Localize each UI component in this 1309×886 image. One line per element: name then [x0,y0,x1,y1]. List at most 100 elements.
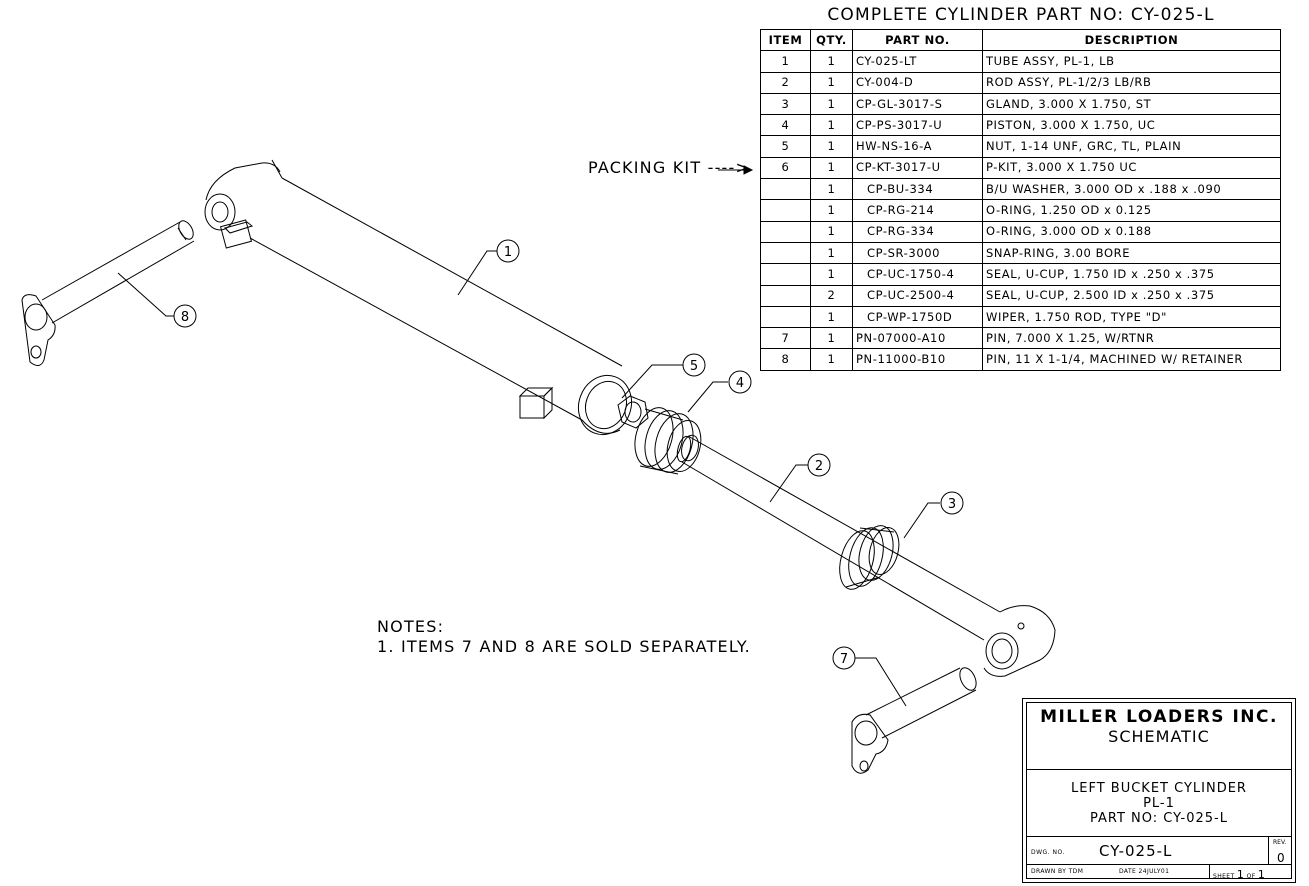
bom-cell-desc: PIN, 7.000 X 1.25, W/RTNR [982,327,1281,350]
bom-cell-part: CY-025-LT [852,50,983,73]
drawing-description: LEFT BUCKET CYLINDER PL-1 PART NO: CY-02… [1027,781,1291,826]
balloon-2: 2 [807,453,831,477]
bom-cell-qty: 1 [810,71,853,94]
rev-label: REV. [1273,839,1287,846]
bom-cell-part: CP-UC-1750-4 [852,263,983,286]
bom-title: COMPLETE CYLINDER PART NO: CY-025-L [827,5,1215,25]
title-block-divider [1027,836,1291,837]
drawn-by: DRAWN BY TDM [1031,868,1084,875]
bom-cell-item [760,220,811,243]
balloon-7: 7 [832,646,856,670]
notes: NOTES: 1. ITEMS 7 AND 8 ARE SOLD SEPARAT… [377,617,751,657]
bom-cell-qty: 1 [810,348,853,371]
bom-cell-desc: GLAND, 3.000 X 1.750, ST [982,92,1281,116]
packing-kit-label: PACKING KIT ----> [588,158,751,177]
balloon-7-label: 7 [840,652,848,667]
bom-cell-part: CP-UC-2500-4 [852,284,983,307]
bom-cell-qty: 1 [810,156,853,180]
sheet-total: 1 [1257,868,1266,881]
nut-item-5 [617,395,649,429]
bom-cell-item: 7 [760,327,811,350]
bom-header-desc: DESCRIPTION [982,28,1281,52]
title-block: MILLER LOADERS INC. SCHEMATIC LEFT BUCKE… [1022,698,1296,883]
bom-cell-desc: SNAP-RING, 3.00 BORE [982,241,1281,265]
balloon-8: 8 [173,304,197,328]
bom-cell-qty: 1 [810,263,853,286]
balloon-4-label: 4 [736,376,744,391]
bom-cell-desc: PIN, 11 X 1-1/4, MACHINED W/ RETAINER [982,348,1281,371]
balloon-1: 1 [496,239,520,263]
bom-cell-item [760,178,811,201]
bom-cell-part: HW-NS-16-A [852,135,983,158]
title-block-divider [1027,864,1291,865]
bom-cell-qty: 1 [810,327,853,350]
bom-cell-item [760,305,811,329]
bom-cell-qty: 1 [810,135,853,158]
bom-cell-qty: 1 [810,199,853,222]
dwg-no-value: CY-025-L [1099,842,1173,860]
bom-cell-part: CP-PS-3017-U [852,114,983,137]
bom-cell-item [760,263,811,286]
balloon-5: 5 [682,353,706,377]
bom-header-row: ITEM QTY. PART NO. DESCRIPTION [760,28,1281,52]
pin-item-7 [851,667,977,774]
bom-cell-part: CP-WP-1750D [852,305,983,329]
bom-cell-part: CY-004-D [852,71,983,94]
sheet-label: SHEET [1213,873,1235,880]
gland-item-3 [839,525,900,590]
bom-cell-item [760,199,811,222]
bom-cell-desc: B/U WASHER, 3.000 OD x .188 x .090 [982,178,1281,201]
bom-cell-qty: 2 [810,284,853,307]
balloon-4: 4 [728,370,752,394]
bom-cell-part: PN-11000-B10 [852,348,983,371]
bom-cell-item: 2 [760,71,811,94]
bom-cell-item [760,284,811,307]
bom-cell-part: CP-SR-3000 [852,241,983,265]
bom-header-qty: QTY. [810,28,853,52]
bom-cell-desc: SEAL, U-CUP, 2.500 ID x .250 x .375 [982,284,1281,307]
bom-cell-desc: WIPER, 1.750 ROD, TYPE "D" [982,305,1281,329]
tube-item-1 [204,159,632,436]
bom-cell-qty: 1 [810,178,853,201]
bom-cell-desc: O-RING, 3.000 OD x 0.188 [982,220,1281,243]
pin-item-8 [21,220,195,366]
bom-cell-item: 5 [760,135,811,158]
bom-cell-item [760,241,811,265]
title-block-frame: MILLER LOADERS INC. SCHEMATIC LEFT BUCKE… [1026,702,1292,881]
balloon-2-label: 2 [815,459,823,474]
desc-line-1: LEFT BUCKET CYLINDER [1071,781,1247,796]
sheet-divider [1209,864,1210,878]
bom-cell-part: CP-GL-3017-S [852,92,983,116]
balloon-5-label: 5 [690,359,698,374]
bom-cell-qty: 1 [810,50,853,73]
bom-cell-desc: SEAL, U-CUP, 1.750 ID x .250 x .375 [982,263,1281,286]
balloon-3-label: 3 [948,497,956,512]
bom-cell-desc: O-RING, 1.250 OD x 0.125 [982,199,1281,222]
leader-lines [117,165,940,707]
notes-heading: NOTES: [377,617,445,636]
piston-item-4 [634,407,702,475]
bom-cell-desc: TUBE ASSY, PL-1, LB [982,50,1281,73]
bom-cell-qty: 1 [810,220,853,243]
rod-item-2 [676,435,1056,677]
rev-value: 0 [1277,851,1285,865]
bom-cell-desc: ROD ASSY, PL-1/2/3 LB/RB [982,71,1281,94]
bom-cell-part: CP-BU-334 [852,178,983,201]
drawing-date: DATE 24JULY01 [1119,868,1170,875]
sheet-of: OF [1246,873,1256,880]
bom-header-item: ITEM [760,28,811,52]
